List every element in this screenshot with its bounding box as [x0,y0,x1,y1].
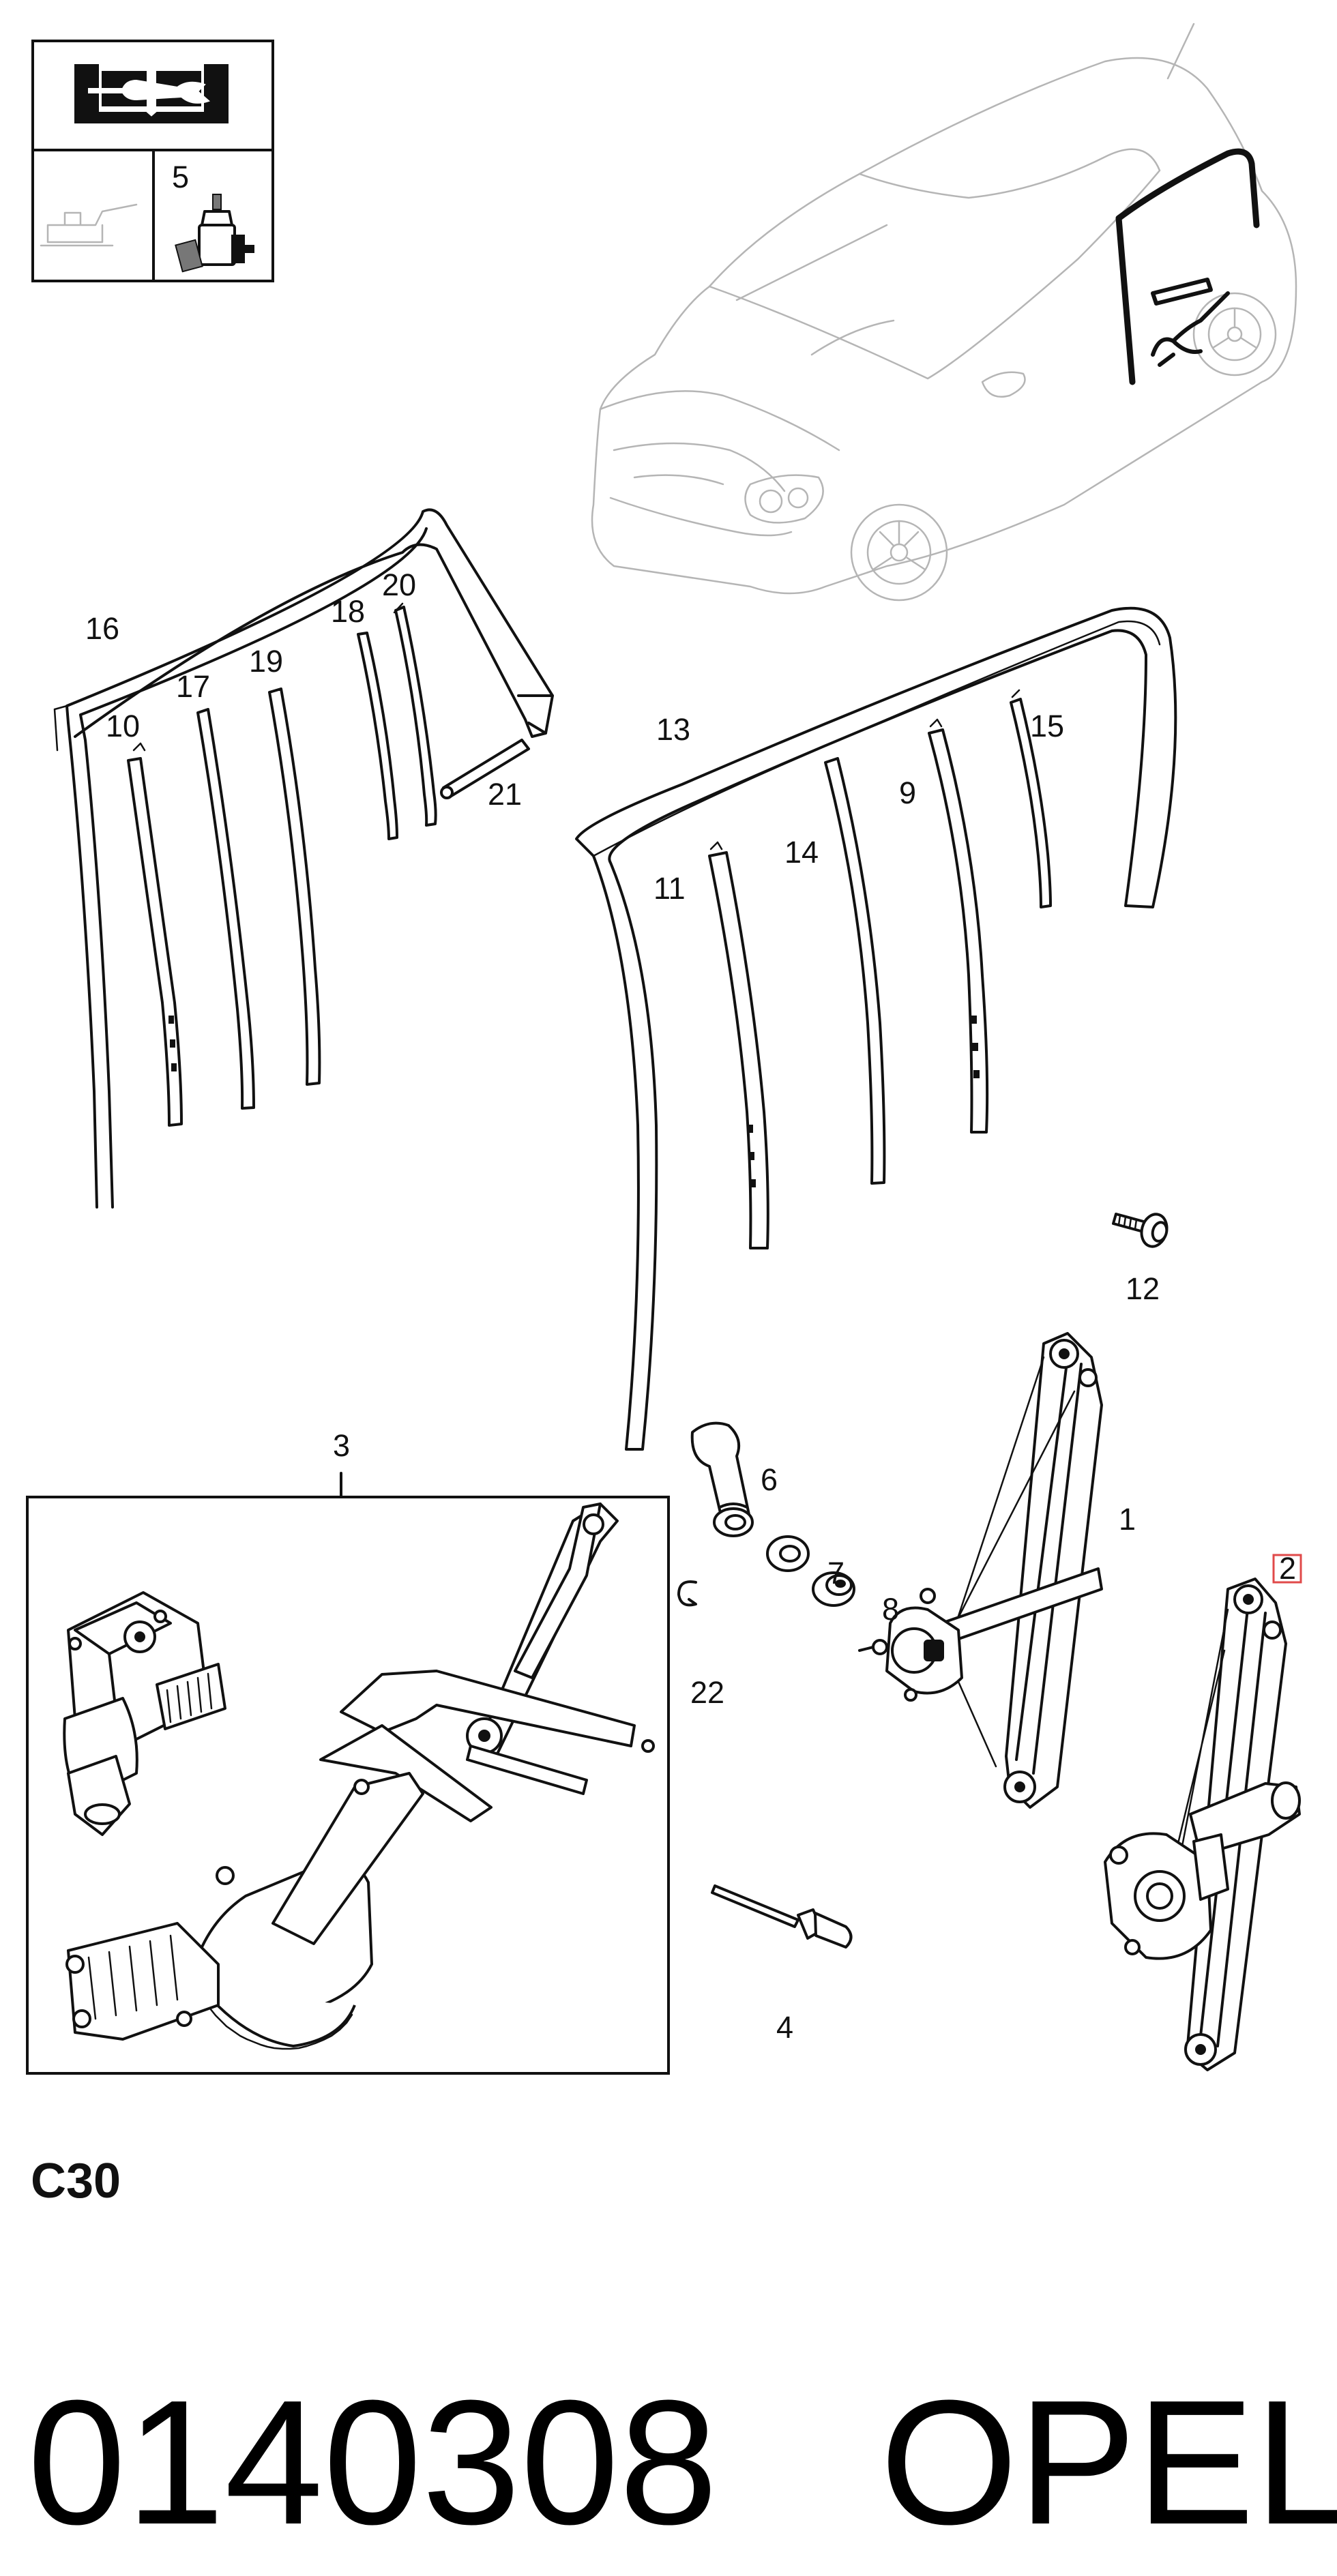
channel-part-10 [127,742,183,1127]
front-door-seal-group [575,606,1177,1451]
book-wrench-icon [74,64,229,123]
channel-part-9 [928,718,989,1134]
callout-19: 19 [249,644,283,679]
callout-18: 18 [331,594,365,629]
rivet-part-4 [711,1884,853,1949]
callout-8: 8 [882,1592,899,1627]
callout-3: 3 [333,1428,350,1463]
callout-2: 2 [1279,1551,1296,1586]
channel-part-18 [357,632,398,840]
channel-part-14 [824,757,886,1185]
washer-part-7 [766,1535,810,1572]
callout-13: 13 [656,712,690,747]
channel-part-11 [708,841,769,1249]
callout-17: 17 [176,669,210,704]
callout-4: 4 [776,2010,793,2045]
callout-16: 16 [85,611,119,646]
callout-21: 21 [488,777,522,812]
callout-15: 15 [1030,709,1064,743]
channel-part-15 [1010,698,1052,908]
callout-14: 14 [784,835,819,870]
frame-seal-part-13 [575,606,1177,1451]
frame-seal-part-16 [53,508,554,1209]
callout-22: 22 [690,1675,724,1710]
channel-part-20 [394,606,437,827]
brand-name: OPEL [880,2364,1337,2562]
motor-regulator-detail-part-3 [26,1472,670,2075]
callout-1: 1 [1119,1502,1136,1537]
section-code: C30 [31,2154,121,2208]
callout-6: 6 [761,1462,778,1497]
callout-10: 10 [106,709,140,743]
screw-part-12 [1112,1213,1169,1248]
clip-part-22 [677,1580,697,1607]
callout-12: 12 [1126,1271,1160,1306]
regulator-mechanism [65,1502,655,2050]
window-motor [63,1591,226,1836]
callout-9: 9 [899,775,916,810]
channel-part-17 [196,708,255,1110]
car-location-illustration [591,23,1297,602]
adhesive-tube-icon [175,194,254,273]
oil-can-icon [40,203,138,247]
channel-part-19 [268,687,321,1086]
legend-adhesive-ref: 5 [172,160,189,194]
bushing-part-8 [812,1571,855,1607]
window-regulator-part-2 [1104,1554,1302,2071]
crank-handle-part-6 [690,1421,754,1537]
callout-11: 11 [653,871,686,906]
rear-door-seal-group [53,508,554,1209]
callout-7: 7 [827,1556,844,1590]
legend-box: 5 [31,40,274,282]
callout-20: 20 [382,567,416,602]
part-number-title: 0140308 [27,2364,718,2562]
window-regulator-part-1 [858,1332,1103,1809]
